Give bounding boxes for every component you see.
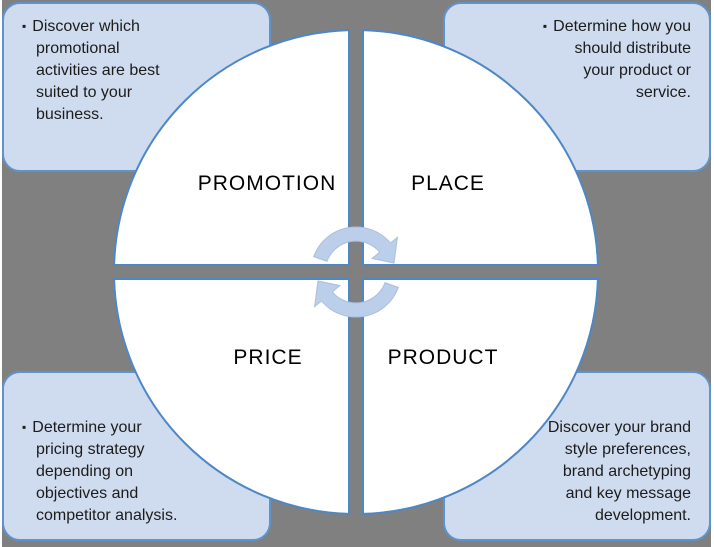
rotation-arrows-icon bbox=[313, 226, 399, 318]
rotate-arrow-top bbox=[313, 226, 399, 264]
quadrant-product-shape bbox=[362, 278, 599, 515]
callout-text: Determine your pricing strategy dependin… bbox=[32, 419, 178, 524]
quadrant-place-shape bbox=[362, 29, 599, 266]
callout-text: Discover your brand style preferences, b… bbox=[547, 419, 691, 524]
quadrant-label-place: PLACE bbox=[411, 172, 485, 195]
quadrant-label-promotion: PROMOTION bbox=[197, 172, 337, 195]
callout-paragraph: ▪Discover your brand style preferences, … bbox=[453, 417, 691, 527]
rotate-arrow-bottom bbox=[313, 280, 399, 318]
quadrant-price-shape bbox=[113, 278, 350, 515]
callout-text: Discover which promotional activities ar… bbox=[32, 18, 160, 123]
callout-paragraph: ▪ Determine your pricing strategy dependi… bbox=[22, 417, 261, 527]
bullet-icon: ▪ bbox=[22, 420, 27, 434]
quadrant-label-product: PRODUCT bbox=[387, 346, 499, 369]
bullet-icon: ▪ bbox=[542, 19, 548, 33]
quadrant-promotion-shape bbox=[113, 29, 350, 266]
callout-paragraph: ▪ Discover which promotional activities a… bbox=[22, 16, 261, 126]
callout-text: Determine how you should distribute your… bbox=[553, 18, 691, 101]
bullet-icon: ▪ bbox=[22, 19, 27, 33]
callout-paragraph: ▪ Determine how you should distribute you… bbox=[453, 16, 691, 104]
quadrant-label-price: PRICE bbox=[233, 346, 303, 369]
